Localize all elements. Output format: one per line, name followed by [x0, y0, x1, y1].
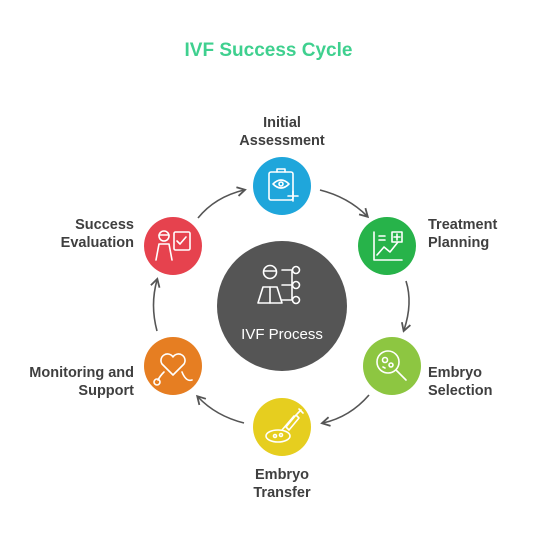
center-circle: [217, 241, 347, 371]
step-circle-monitoring-support: [144, 337, 202, 395]
arrow-1: [197, 186, 247, 219]
syringe-dish-icon: [265, 408, 304, 443]
step-circle-embryo-transfer: [253, 398, 311, 456]
arrow-4: [320, 394, 370, 427]
diagram-title: IVF Success Cycle: [184, 40, 353, 61]
heart-stethoscope-icon: [153, 353, 193, 386]
magnifier-icon: [376, 350, 407, 381]
chart-plus-icon: [373, 231, 403, 261]
step-circle-success-evaluation: [144, 217, 202, 275]
center-label: IVF Process: [241, 326, 323, 343]
arrow-5: [195, 394, 245, 424]
doctor-network-icon: [257, 264, 301, 305]
step-circle-treatment-planning: [358, 217, 416, 275]
clipboard-eye-icon: [268, 168, 299, 202]
arrow-6: [150, 277, 161, 332]
arrow-3: [400, 280, 411, 333]
arrow-2: [319, 189, 370, 219]
doctor-checklist-icon: [155, 230, 191, 261]
